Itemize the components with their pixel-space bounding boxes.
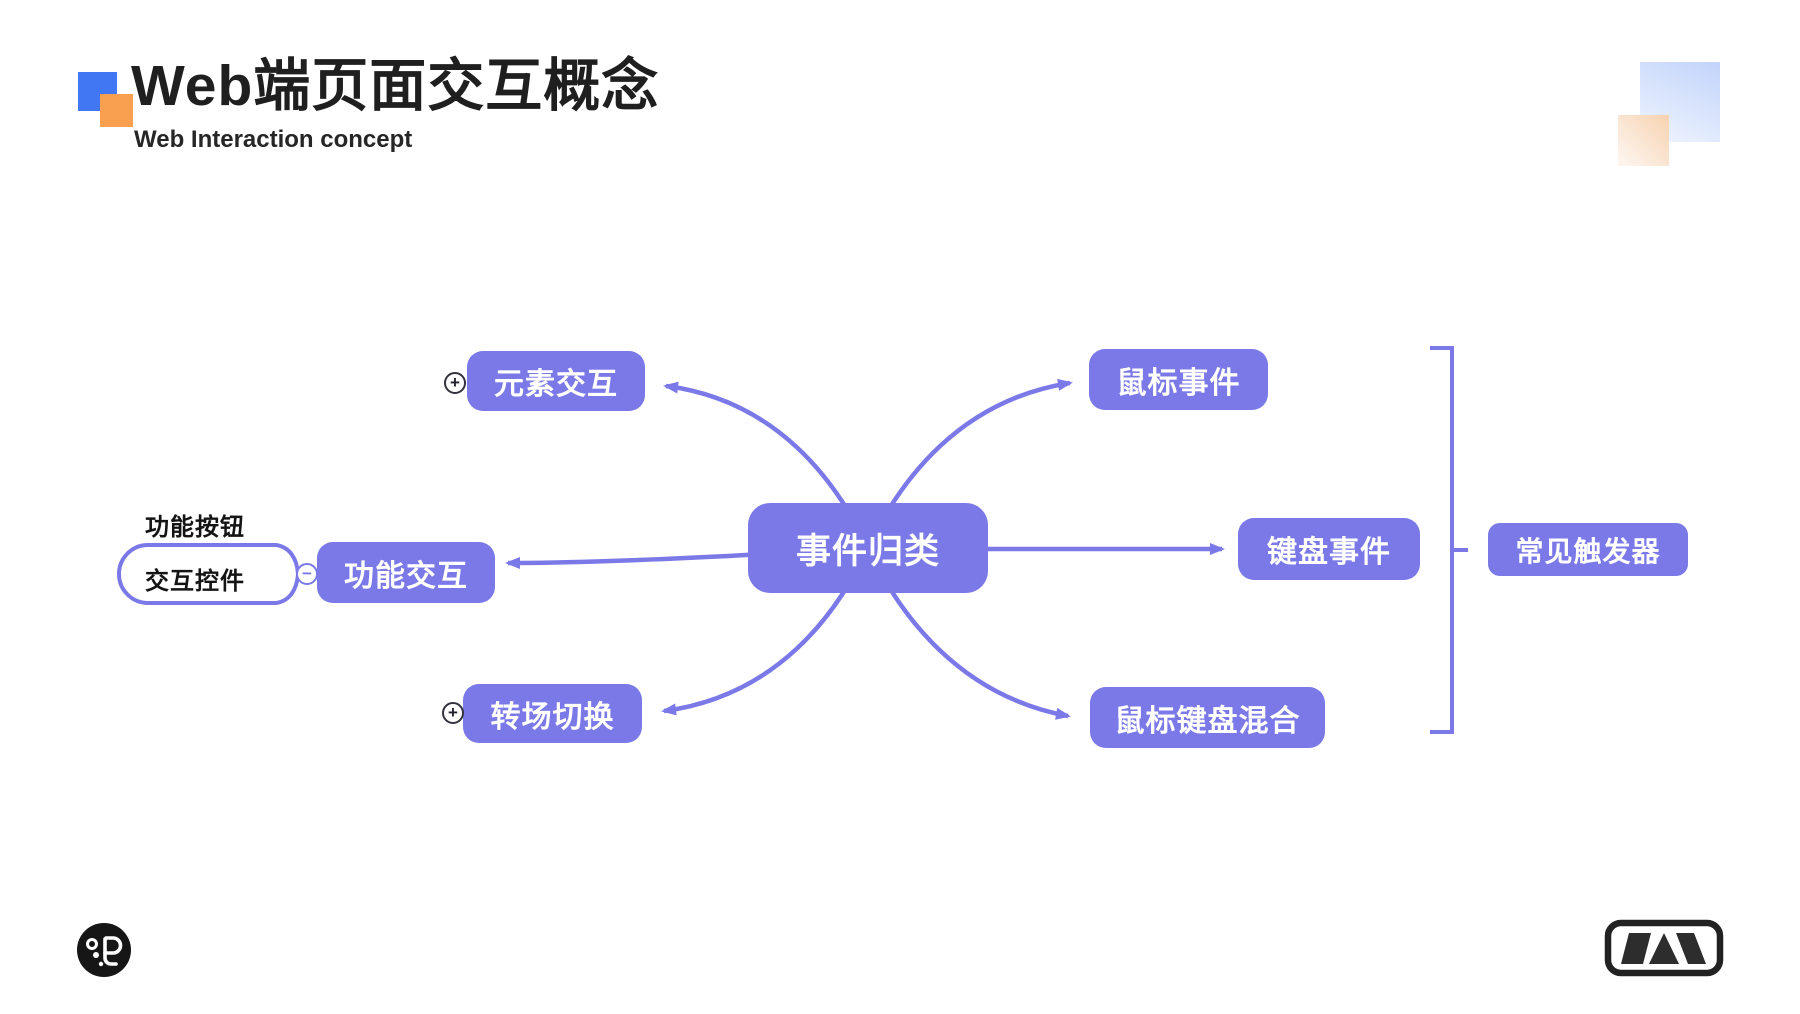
brand-bubble-logo-icon [77,923,131,977]
child-label-interaction-control[interactable]: 交互控件 [145,568,245,595]
node-mouse-events[interactable]: 鼠标事件 [1089,349,1268,410]
group-bracket [1430,346,1454,734]
title-orange-square-icon [100,94,133,127]
node-common-triggers[interactable]: 常见触发器 [1488,523,1688,576]
node-mouse-keyboard-mixed[interactable]: 鼠标键盘混合 [1090,687,1325,748]
child-label-function-button[interactable]: 功能按钮 [145,514,245,541]
page-subtitle: Web Interaction concept [134,126,413,153]
expand-plus-icon[interactable]: + [444,372,466,394]
node-function-interaction[interactable]: 功能交互 [317,542,495,603]
node-element-interaction[interactable]: 元素交互 [467,351,645,411]
collapse-minus-icon[interactable]: − [296,563,318,585]
deco-orange-gradient-square [1618,115,1669,166]
node-event-classification[interactable]: 事件归类 [748,503,988,593]
node-transition-switch[interactable]: 转场切换 [463,684,642,743]
maker-mountain-logo-icon [1604,919,1724,977]
node-keyboard-events[interactable]: 键盘事件 [1238,518,1420,580]
page-title: Web端页面交互概念 [131,54,660,118]
child-node-capsule-outline [117,543,301,605]
expand-plus-icon[interactable]: + [442,702,464,724]
